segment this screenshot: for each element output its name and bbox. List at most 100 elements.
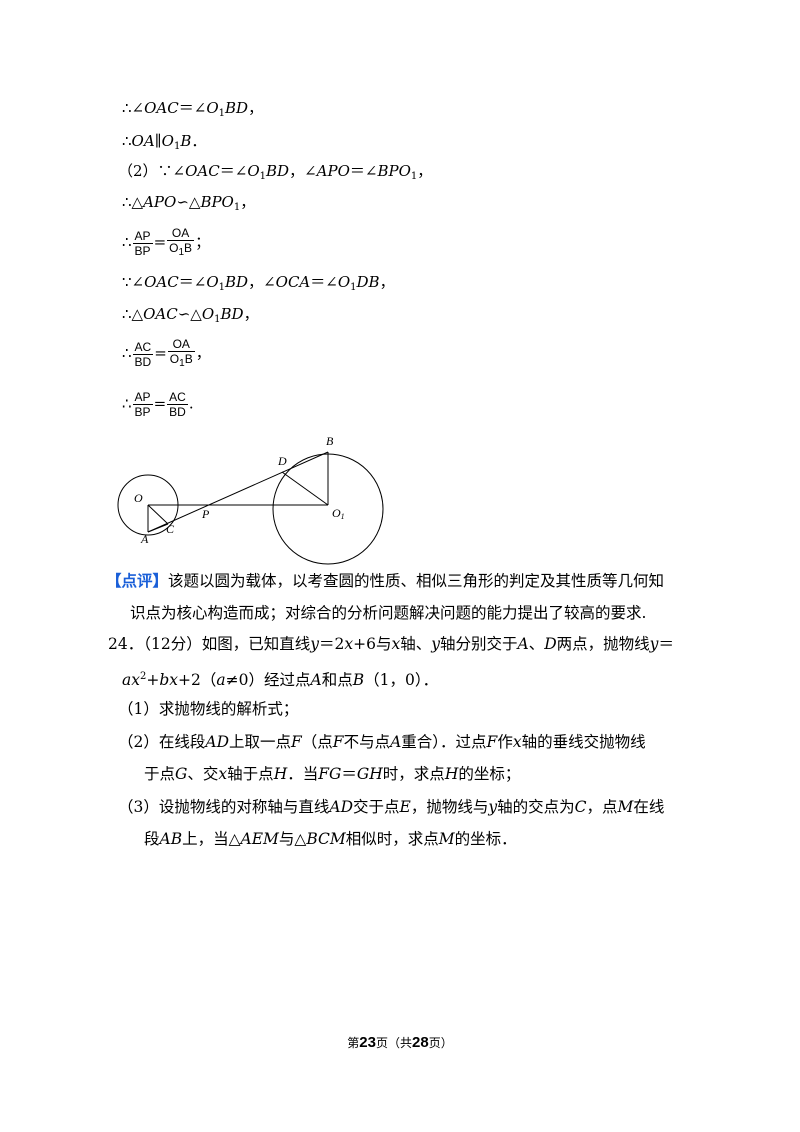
- proof-line-2: ∴OA∥O1B．: [122, 131, 206, 157]
- label-d: D: [277, 454, 287, 468]
- point-m: M: [438, 830, 455, 848]
- punct: ，: [248, 99, 264, 117]
- comment-text-2: 识点为核心构造而成；对综合的分析问题解决问题的能力提出了较高的要求.: [130, 604, 647, 622]
- page-total: 28: [412, 1034, 429, 1051]
- denominator: BD: [169, 405, 186, 419]
- point-b: B: [180, 132, 192, 150]
- text: ＝2: [318, 635, 345, 653]
- text: 与△: [278, 830, 307, 848]
- text: 不与点: [343, 733, 391, 751]
- footer-mid: 页（共: [375, 1036, 412, 1050]
- point-c: C: [574, 798, 587, 816]
- var-x: x: [218, 765, 228, 783]
- equals-angle: ＝∠: [219, 162, 248, 180]
- text: （2）在线段: [118, 733, 206, 751]
- point-m: M: [617, 798, 634, 816]
- angle-oac: OAC: [185, 162, 220, 180]
- point-f: F: [332, 733, 344, 751]
- label-a: A: [140, 532, 149, 546]
- therefore-symbol: ∴: [122, 394, 132, 413]
- segment-gh: GH: [356, 765, 383, 783]
- text: +2（: [178, 671, 217, 689]
- angle-oca: OCA: [275, 273, 311, 291]
- numerator: AC: [167, 390, 188, 405]
- text: 在线: [633, 798, 665, 816]
- text: 轴的垂线交抛物线: [521, 733, 646, 751]
- text: 重合）．过点: [401, 733, 487, 751]
- q24-line-1: 24．（12分）如图，已知直线y＝2x+6与x轴、y轴分别交于A、D两点，抛物线…: [108, 633, 674, 655]
- text: 段: [144, 830, 160, 848]
- text: 和点: [321, 671, 353, 689]
- point-f: F: [291, 733, 302, 751]
- therefore-symbol: ∴: [122, 344, 132, 362]
- q24-part-2-line-2: 于点G、交x轴于点H．当FG＝GH时，求点H的坐标；: [144, 763, 520, 785]
- point-o: O: [206, 273, 219, 291]
- denominator: BP: [134, 405, 151, 419]
- therefore-symbol: ∴: [122, 132, 132, 150]
- label-o1-letter: O: [332, 506, 341, 520]
- label-b: B: [326, 434, 334, 448]
- point-o: O: [201, 305, 215, 323]
- equals: =: [154, 344, 167, 362]
- point-o: O: [247, 162, 260, 180]
- var-y: y: [649, 635, 659, 653]
- punct: ，: [240, 193, 256, 211]
- therefore-symbol: ∴: [122, 99, 132, 117]
- angle-oac: OAC: [144, 273, 179, 291]
- proof-line-1: ∴∠OAC＝∠O1BD，: [122, 98, 263, 124]
- equals: =: [153, 394, 167, 413]
- geometry-figure: O A C P D B O1: [117, 434, 384, 565]
- point-f: F: [486, 733, 498, 751]
- point-a: A: [517, 635, 529, 653]
- subscript: 1: [350, 282, 357, 293]
- point-a: A: [310, 671, 322, 689]
- point-e: E: [399, 798, 411, 816]
- similar-symbol: ∽△: [177, 305, 202, 323]
- point-h: H: [444, 765, 459, 783]
- den-o: O: [169, 241, 179, 255]
- comment-line-2: 识点为核心构造而成；对综合的分析问题解决问题的能力提出了较高的要求.: [130, 602, 646, 624]
- proof-line-6: ∵∠OAC＝∠O1BD，∠OCA＝∠O1DB，: [122, 272, 395, 298]
- punct: ，: [417, 162, 433, 180]
- point-bd: BD: [225, 273, 249, 291]
- text: ＝: [341, 765, 357, 783]
- page-footer: 第23页（共28页）: [0, 1034, 800, 1051]
- footer-post: 页）: [428, 1036, 453, 1050]
- part-2-prefix: （2）∵∠: [118, 162, 186, 180]
- numerator: AP: [132, 390, 153, 405]
- comment-line-1: 【点评】该题以圆为载体，以考查圆的性质、相似三角形的判定及其性质等几何知: [106, 570, 664, 592]
- punct: ．: [191, 132, 207, 150]
- text: 时，求点: [382, 765, 445, 783]
- punct: ，: [195, 344, 211, 362]
- subscript: 1: [218, 108, 225, 119]
- denominator: O1B: [168, 352, 195, 371]
- point-db: DB: [356, 273, 380, 291]
- superscript: 2: [139, 671, 147, 682]
- text: 相似时，求点: [345, 830, 439, 848]
- text: （3）设抛物线的对称轴与直线: [118, 798, 330, 816]
- term-bx: bx: [159, 671, 179, 689]
- label-o: O: [134, 491, 143, 505]
- denominator: BD: [134, 354, 152, 369]
- subscript: 1: [259, 171, 266, 182]
- text: 的坐标；: [458, 765, 521, 783]
- numerator: AP: [132, 228, 153, 244]
- var-a: a: [216, 671, 226, 689]
- proof-line-7: ∴△OAC∽△O1BD，: [122, 304, 259, 330]
- text: （点: [301, 733, 333, 751]
- text: 上，当△: [182, 830, 241, 848]
- segment-a-c: [147, 523, 169, 533]
- because-angle: ∵∠: [122, 273, 145, 291]
- triangle-bpo: BPO: [200, 193, 234, 211]
- label-c: C: [166, 522, 175, 536]
- var-y: y: [488, 798, 498, 816]
- q24-part-1: （1）求抛物线的解析式；: [118, 698, 298, 720]
- point-g: G: [175, 765, 188, 783]
- q24-line-2: ax2+bx+2（a≠0）经过点A和点B（1，0）．: [122, 666, 438, 691]
- triangle-oac: OAC: [143, 305, 178, 323]
